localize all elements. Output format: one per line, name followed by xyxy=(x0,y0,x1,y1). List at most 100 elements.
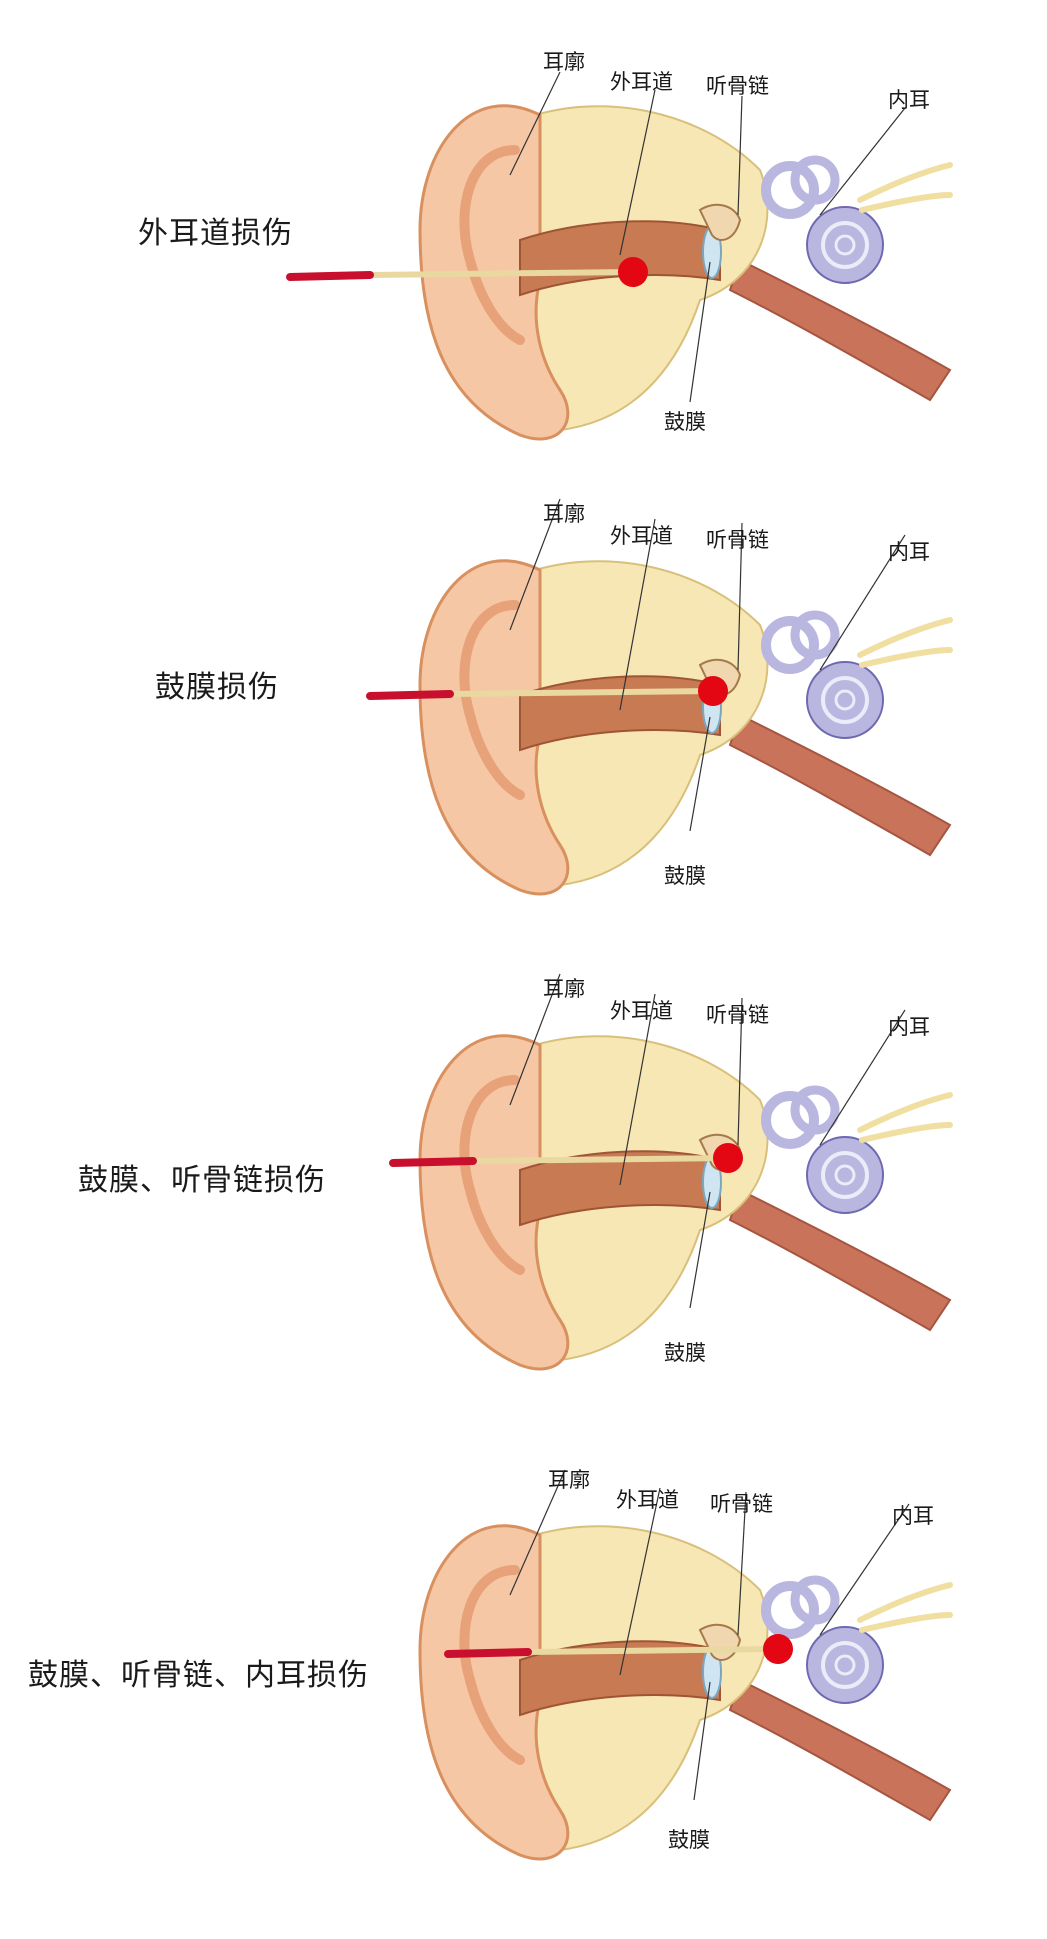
leader-ossicles xyxy=(737,1491,747,1636)
ear-drawing xyxy=(389,973,953,1371)
leader-ossicles xyxy=(737,522,743,671)
ossicles xyxy=(698,203,742,241)
leader-pinna xyxy=(509,1469,566,1596)
eustachian-tube xyxy=(728,1678,952,1822)
leader-eardrum xyxy=(689,716,711,832)
injury-marker xyxy=(763,1634,793,1664)
leader-eardrum xyxy=(689,261,711,403)
semicircular-canal xyxy=(761,616,819,674)
pinna xyxy=(418,1034,570,1371)
semicircular-canal xyxy=(761,1091,819,1149)
label-inner-ear: 内耳 xyxy=(888,1015,930,1039)
swab-handle xyxy=(366,690,454,700)
panel-title: 外耳道损伤 xyxy=(138,216,293,251)
swab-stick xyxy=(447,688,716,697)
semicircular-canal xyxy=(790,155,840,205)
semicircular-canal xyxy=(761,161,819,219)
semicircular-canal xyxy=(790,610,840,660)
cochlea xyxy=(806,661,884,739)
label-inner-ear: 内耳 xyxy=(892,1504,934,1528)
swab-stick xyxy=(470,1155,731,1164)
ear-drawing xyxy=(286,71,953,441)
label-eardrum: 鼓膜 xyxy=(664,1341,706,1365)
leader-ossicles xyxy=(737,997,743,1146)
auditory-nerve xyxy=(857,162,953,213)
leader-ear-canal xyxy=(619,518,656,711)
semicircular-canal xyxy=(761,1581,819,1639)
ear-anatomy-illustration xyxy=(286,71,953,441)
ear-canal xyxy=(519,220,721,297)
cochlea xyxy=(806,1626,884,1704)
label-pinna: 耳廓 xyxy=(543,977,585,1001)
leader-ear-canal xyxy=(619,89,656,256)
pinna xyxy=(418,559,570,896)
semicircular-canal xyxy=(790,1575,840,1625)
label-eardrum: 鼓膜 xyxy=(664,410,706,434)
injury-marker xyxy=(618,257,648,287)
label-pinna: 耳廓 xyxy=(543,502,585,526)
label-ossicles: 听骨链 xyxy=(706,528,769,552)
injury-marker xyxy=(698,676,728,706)
label-ear-canal: 外耳道 xyxy=(610,524,673,548)
leader-ossicles xyxy=(737,95,743,216)
auditory-nerve xyxy=(857,1582,953,1633)
leader-eardrum xyxy=(689,1191,711,1309)
cochlea xyxy=(806,206,884,284)
ear-anatomy-illustration xyxy=(389,973,953,1371)
leader-inner-ear xyxy=(819,107,906,216)
eustachian-tube xyxy=(728,258,952,402)
cochlea-spiral xyxy=(834,234,856,256)
panel-eardrum-ossicles-inner-ear-injury: 鼓膜、听骨链、内耳损伤 耳廓 外耳道 听骨链 内耳 鼓膜 xyxy=(0,1440,1047,1910)
panel-title: 鼓膜损伤 xyxy=(155,670,279,705)
swab-stick xyxy=(367,269,636,278)
auditory-nerve xyxy=(857,617,953,668)
leader-pinna xyxy=(509,498,561,631)
ear-anatomy-illustration xyxy=(366,498,953,896)
label-ossicles: 听骨链 xyxy=(710,1492,773,1516)
leader-pinna xyxy=(509,71,561,176)
panel-eardrum-ossicles-injury: 鼓膜、听骨链损伤 耳廓 外耳道 听骨链 内耳 鼓膜 xyxy=(0,955,1047,1425)
auditory-nerve xyxy=(857,1092,953,1143)
cochlea-spiral xyxy=(834,689,856,711)
cochlea-spiral xyxy=(821,676,869,724)
cochlea-spiral xyxy=(821,1641,869,1689)
leader-inner-ear xyxy=(819,1009,906,1146)
ear-canal xyxy=(519,1640,721,1717)
label-ear-canal: 外耳道 xyxy=(610,999,673,1023)
swab-handle xyxy=(444,1648,532,1658)
cochlea-spiral xyxy=(821,221,869,269)
pinna-fold xyxy=(459,1565,525,1765)
eustachian-tube xyxy=(728,713,952,857)
label-inner-ear: 内耳 xyxy=(888,88,930,112)
semicircular-canal xyxy=(790,1085,840,1135)
eustachian-tube xyxy=(728,1188,952,1332)
label-eardrum: 鼓膜 xyxy=(668,1828,710,1852)
panel-title: 鼓膜、听骨链、内耳损伤 xyxy=(28,1658,369,1693)
ear-drawing xyxy=(366,498,953,896)
leader-pinna xyxy=(509,973,561,1106)
label-ossicles: 听骨链 xyxy=(706,74,769,98)
cochlea xyxy=(806,1136,884,1214)
label-ear-canal: 外耳道 xyxy=(616,1488,679,1512)
cochlea-spiral xyxy=(821,1151,869,1199)
label-pinna: 耳廓 xyxy=(543,50,585,74)
pinna-fold xyxy=(459,145,525,345)
label-inner-ear: 内耳 xyxy=(888,540,930,564)
pinna xyxy=(418,1524,570,1861)
cochlea-spiral xyxy=(834,1654,856,1676)
label-pinna: 耳廓 xyxy=(548,1468,590,1492)
ear-anatomy-illustration xyxy=(418,1469,953,1861)
panel-title: 鼓膜、听骨链损伤 xyxy=(78,1163,326,1198)
leader-inner-ear xyxy=(819,1503,910,1636)
panel-eardrum-injury: 鼓膜损伤 耳廓 外耳道 听骨链 内耳 鼓膜 xyxy=(0,480,1047,950)
leader-ear-canal xyxy=(619,1487,661,1676)
injury-marker xyxy=(713,1143,743,1173)
label-eardrum: 鼓膜 xyxy=(664,864,706,888)
pinna-fold xyxy=(459,600,525,800)
swab-stick xyxy=(525,1646,781,1655)
ear-drawing xyxy=(418,1469,953,1861)
swab-handle xyxy=(286,271,374,281)
leader-ear-canal xyxy=(619,993,656,1186)
swab-handle xyxy=(389,1157,477,1167)
cochlea-spiral xyxy=(834,1164,856,1186)
